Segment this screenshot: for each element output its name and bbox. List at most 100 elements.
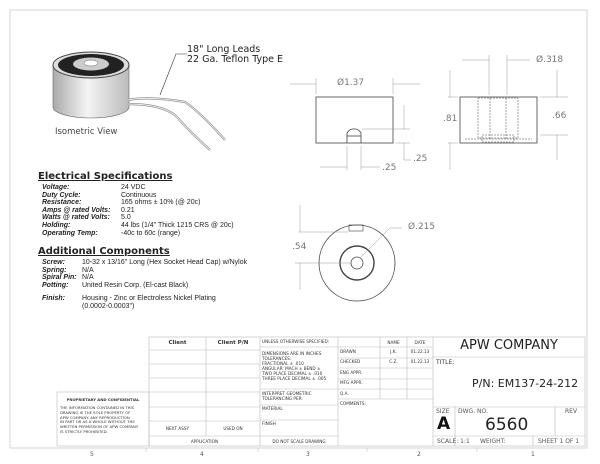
spec-row: Screw: 10-32 x 13/16" Long (Hex Socket He…	[42, 259, 247, 267]
spec-label: Holding:	[42, 221, 71, 229]
next-assy-label: NEXT ASSY	[165, 426, 190, 431]
proprietary-line: WRITTEN PERMISSION OF APW COMPANY	[60, 424, 139, 430]
top-dimension-lines	[295, 205, 402, 290]
spec-value: N/A	[82, 274, 94, 282]
approval-name: C.Z.	[389, 359, 398, 364]
spec-row: Operating Temp: -40c to 60c (range)	[42, 230, 234, 238]
front-dimension-lines	[290, 78, 420, 170]
title-block-grid	[56, 336, 586, 447]
dim-slot-width: .25	[382, 163, 397, 173]
spec-row: Spring: N/A	[42, 267, 247, 275]
spec-label: Spiral Pin:	[42, 274, 77, 282]
spec-row: Amps @ rated Volts: 0.21	[42, 207, 234, 215]
spec-row: Spiral Pin: N/A	[42, 274, 247, 282]
spec-label: Resistance:	[42, 199, 82, 207]
company-name: APW COMPANY	[460, 338, 558, 353]
zone-label: 3	[306, 451, 310, 458]
dim-offset: .54	[292, 242, 307, 252]
approval-role: MFG APPR.	[340, 380, 363, 385]
title-label: TITLE:	[436, 359, 455, 366]
tolerance-line: TOLERANCES:	[262, 356, 292, 361]
spec-value: United Resin Corp. (El-cast Black)	[82, 281, 189, 289]
unless-specified: UNLESS OTHERWISE SPECIFIED:	[262, 339, 330, 344]
spec-label: Spring:	[42, 266, 67, 274]
proprietary-title: PROPRIETARY AND CONFIDENTIAL	[66, 397, 140, 402]
tolerance-line: TWO PLACE DECIMAL ± .010	[262, 371, 323, 376]
section-dimension-lines	[448, 55, 568, 170]
tolerance-line: THREE PLACE DECIMAL ± .005	[262, 376, 327, 381]
sheet-border	[9, 9, 588, 449]
do-not-scale: DO NOT SCALE DRAWING	[272, 439, 326, 444]
approval-name: J.K.	[390, 349, 397, 354]
spec-label: Operating Temp:	[42, 229, 98, 237]
leads-gauge: 22 Ga. Teflon Type E	[187, 54, 284, 65]
spec-label: Watts @ rated Volts:	[42, 214, 110, 222]
approval-role: ENG APPR.	[340, 370, 363, 375]
zone-label: 1	[531, 451, 535, 458]
spec-value: 44 lbs (1/4" Thick 1215 CRS @ 20c)	[121, 221, 234, 229]
proprietary-line: THE INFORMATION CONTAINED IN THIS	[60, 405, 135, 410]
approval-role: DRAWN	[340, 349, 356, 354]
dim-bore-height: .66	[552, 111, 567, 121]
finish-spec: Finish: Housing - Zinc or Electroless Ni…	[42, 295, 216, 310]
client-header: Client	[168, 340, 187, 346]
spec-row: Duty Cycle: Continuous	[42, 192, 234, 200]
proprietary-line: IN PART OR AS A WHOLE WITHOUT THE	[60, 419, 135, 425]
dim-total-height: .81	[443, 114, 458, 124]
dim-hole-diameter: Ø.215	[408, 222, 436, 232]
leads-callout: 18" Long Leads 22 Ga. Teflon Type E	[187, 45, 283, 65]
proprietary-line: IS STRICTLY PROHIBITED.	[60, 428, 108, 434]
spec-value: -40c to 60c (range)	[121, 229, 181, 237]
spec-value: 10-32 x 13/16" Long (Hex Socket Head Cap…	[82, 259, 248, 266]
finish-label: FINISH	[262, 421, 276, 426]
tolerance-line: ANGULAR: MACH ± BEND ±	[262, 366, 321, 371]
spec-row: Voltage: 24 VDC	[42, 184, 234, 192]
spec-row: Resistance: 165 ohms ± 10% (@ 20c)	[42, 199, 234, 207]
name-header: NAME	[387, 340, 400, 345]
material-label: MATERIAL	[262, 406, 283, 411]
spec-row: Potting: United Resin Corp. (El-cast Blac…	[42, 282, 247, 290]
tolerance-line: FRACTIONAL ± .010	[262, 361, 304, 366]
client-pn-header: Client P/N	[217, 340, 249, 346]
weight-label: WEIGHT:	[480, 438, 506, 445]
spec-value: 24 VDC	[121, 184, 146, 191]
used-on-label: USED ON	[223, 426, 243, 431]
zone-ticks	[145, 448, 478, 452]
part-number: P/N: EM137-24-212	[472, 377, 579, 390]
spec-value: 0.21	[121, 206, 135, 214]
spec-label: Potting:	[42, 281, 69, 289]
tolerance-line: DIMENSIONS ARE IN INCHES	[262, 351, 322, 356]
size-label: SIZE	[436, 408, 450, 415]
spec-label: Amps @ rated Volts:	[42, 206, 111, 214]
spec-value: N/A	[82, 266, 94, 274]
zone-label: 4	[200, 451, 204, 458]
sheet-label: SHEET 1 OF 1	[538, 438, 580, 445]
dim-slot-height: .25	[413, 154, 428, 164]
dim-bore-diameter: Ø.318	[536, 55, 564, 65]
spec-label: Voltage:	[42, 184, 70, 191]
approval-role: CHECKED	[340, 359, 361, 364]
components-title: Additional Components	[38, 246, 170, 257]
spec-value: Continuous	[121, 191, 157, 199]
dwg-no-label: DWG. NO.	[458, 408, 488, 415]
drawing-number: 6560	[485, 415, 529, 435]
proprietary-line: APW COMPANY. ANY REPRODUCTION	[60, 414, 130, 420]
date-header: DATE	[414, 340, 426, 345]
approval-role: Q.A.	[340, 391, 349, 396]
electrical-title: Electrical Specifications	[38, 171, 173, 182]
spec-label: Duty Cycle:	[42, 191, 81, 199]
spec-value: 165 ohms ± 10% (@ 20c)	[121, 199, 201, 207]
isometric-label: Isometric View	[55, 127, 118, 137]
electrical-specs: Electrical Specifications Voltage: 24 VDC…	[38, 171, 234, 237]
isometric-magnet	[52, 51, 226, 151]
spec-label: Screw:	[42, 259, 65, 266]
dim-outer-diameter: Ø1.37	[337, 78, 365, 88]
spec-row: Watts @ rated Volts:5.0	[42, 214, 234, 222]
front-view	[315, 96, 394, 144]
zone-label: 5	[90, 451, 94, 458]
size-value: A	[437, 414, 451, 434]
